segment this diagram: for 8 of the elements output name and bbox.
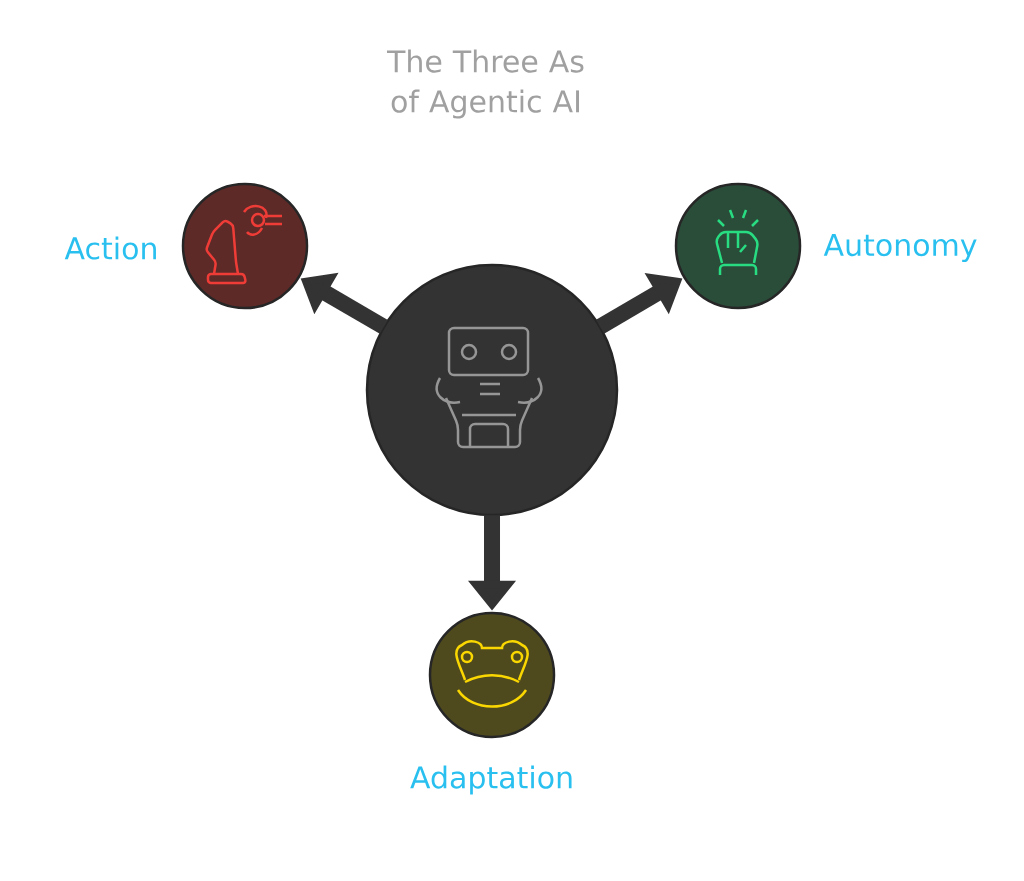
robot-circle xyxy=(365,263,619,517)
node-label: Autonomy xyxy=(823,233,977,263)
node-label: Action xyxy=(64,236,156,260)
icon-circle xyxy=(428,611,556,739)
icon-circle xyxy=(674,182,802,310)
title: The Three As of Agentic AI xyxy=(387,49,584,119)
icon-circle xyxy=(181,182,309,310)
node-label: Adaptation xyxy=(410,765,572,795)
